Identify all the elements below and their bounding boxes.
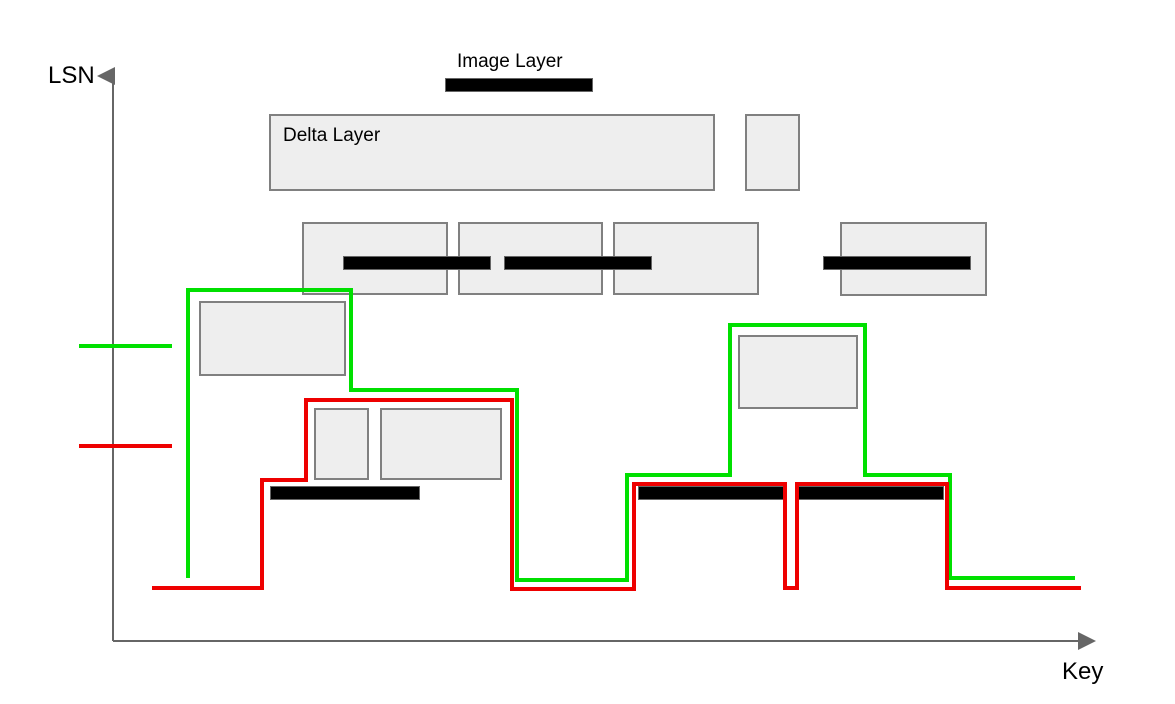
lower-layer-box-wide[interactable] bbox=[380, 408, 502, 480]
x-axis-label: Key bbox=[1062, 658, 1104, 685]
lower-layer-box-narrow[interactable] bbox=[314, 408, 369, 480]
mid-bar-2[interactable] bbox=[504, 256, 652, 270]
delta-layer-box[interactable]: Delta Layer bbox=[269, 114, 715, 191]
delta-layer-label: Delta Layer bbox=[283, 125, 381, 146]
mid-bar-1[interactable] bbox=[343, 256, 491, 270]
image-layer-label: Image Layer bbox=[457, 51, 563, 72]
lower-layer-box-right[interactable] bbox=[738, 335, 858, 409]
lower-layer-box-left[interactable] bbox=[199, 301, 346, 376]
green-lsn-tick bbox=[79, 344, 172, 348]
y-axis-label: LSN bbox=[48, 62, 95, 89]
image-layer-bar[interactable] bbox=[445, 78, 593, 92]
lower-bar-3[interactable] bbox=[797, 486, 944, 500]
mid-bar-3[interactable] bbox=[823, 256, 971, 270]
delta-layer-box-right[interactable] bbox=[745, 114, 800, 191]
red-lsn-tick bbox=[79, 444, 172, 448]
lower-bar-1[interactable] bbox=[270, 486, 420, 500]
lower-bar-2[interactable] bbox=[638, 486, 785, 500]
